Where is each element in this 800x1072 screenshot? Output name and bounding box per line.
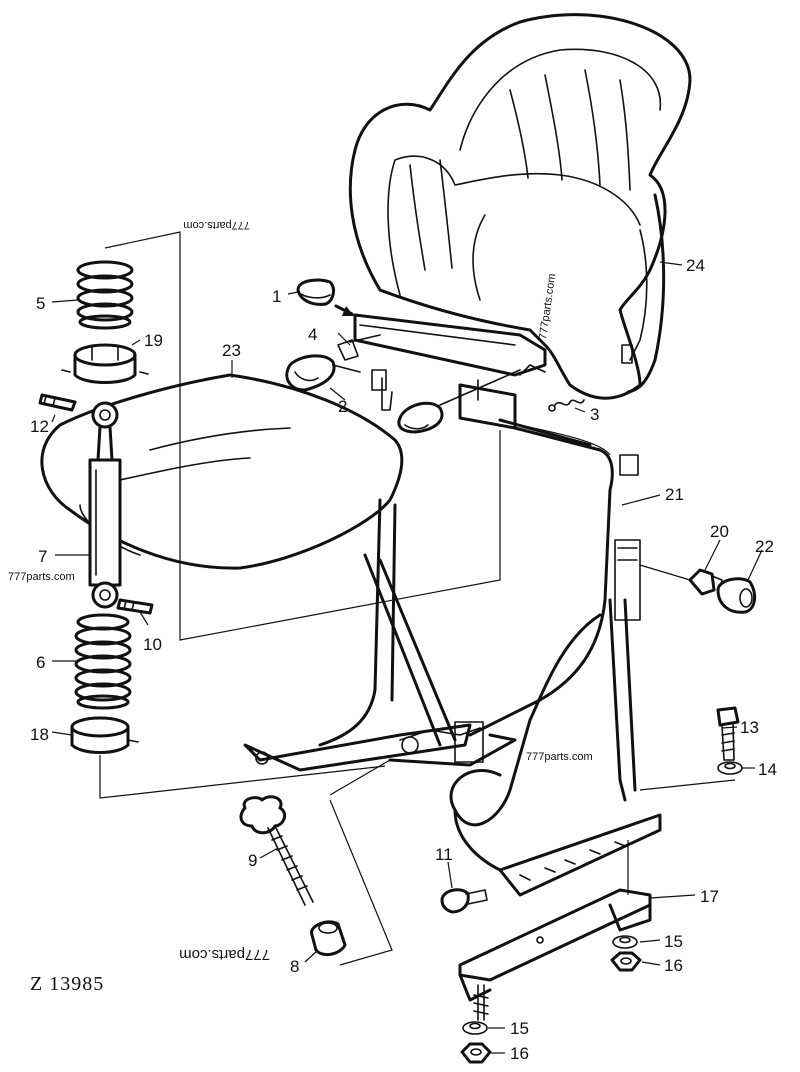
callout-18: 18 (30, 725, 49, 744)
callout-leaders (51, 261, 763, 1054)
watermark-1: 777parts.com (183, 219, 250, 231)
callout-3: 3 (590, 405, 599, 424)
callout-15-upper: 15 (664, 932, 683, 951)
nut-part-16-upper (610, 951, 642, 972)
washer-part-15-upper (612, 935, 638, 949)
arrowhead-icon (342, 306, 354, 316)
callout-24: 24 (686, 256, 705, 275)
callout-4: 4 (308, 325, 317, 344)
washer-part-15-lower (462, 1021, 488, 1035)
spring-part-5 (76, 260, 134, 330)
frame-part-21 (243, 369, 641, 872)
bushing-part-22 (716, 577, 757, 614)
callout-19: 19 (144, 331, 163, 350)
watermark-3: 777parts.com (8, 571, 75, 583)
collar-part-18 (70, 716, 139, 754)
pin-part-12 (38, 393, 77, 412)
callout-labels: 1 2 3 4 5 6 7 8 9 10 11 12 13 14 15 16 1… (30, 256, 777, 1063)
seat-shell-part-24 (348, 13, 692, 400)
callout-22: 22 (755, 537, 774, 556)
drawing-reference: Z 13985 (30, 973, 104, 995)
callout-5: 5 (36, 294, 45, 313)
callout-12: 12 (30, 417, 49, 436)
watermark-4: 777parts.com (526, 751, 593, 763)
callout-1: 1 (272, 287, 281, 306)
callout-13: 13 (740, 718, 759, 737)
assembly-lines (99, 231, 736, 966)
bolt-part-11 (440, 888, 488, 914)
callout-15-lower: 15 (510, 1019, 529, 1038)
washer-part-14 (717, 761, 743, 775)
bolt-part-13 (716, 706, 740, 761)
damper-part-7 (88, 401, 122, 609)
callout-17: 17 (700, 887, 719, 906)
sleeve-part-8 (310, 920, 347, 957)
callout-9: 9 (248, 851, 257, 870)
callout-20: 20 (710, 522, 729, 541)
rail-bracket (498, 813, 662, 897)
callout-7: 7 (38, 547, 47, 566)
handle-part-2-right (381, 369, 521, 434)
callout-23: 23 (222, 341, 241, 360)
callout-14: 14 (758, 760, 777, 779)
base-bracket-part-17 (458, 888, 652, 1021)
callout-6: 6 (36, 653, 45, 672)
callout-16-upper: 16 (664, 956, 683, 975)
handwheel-part-9 (239, 795, 314, 906)
callout-8: 8 (290, 957, 299, 976)
callout-16-lower: 16 (510, 1044, 529, 1063)
watermark-5: 777parts.com (179, 946, 270, 963)
callout-2: 2 (338, 397, 347, 416)
callout-21: 21 (665, 485, 684, 504)
cap-part-1 (296, 278, 335, 306)
handle-part-2-left (285, 354, 361, 392)
collar-part-19 (61, 343, 149, 384)
watermark-2: 777parts.com (537, 273, 558, 341)
callout-11: 11 (435, 845, 453, 864)
spring-part-6 (74, 613, 132, 710)
spring-part-3 (548, 399, 585, 412)
pin-part-10 (116, 598, 154, 615)
nut-part-16-lower (460, 1042, 492, 1064)
callout-10: 10 (143, 635, 162, 654)
